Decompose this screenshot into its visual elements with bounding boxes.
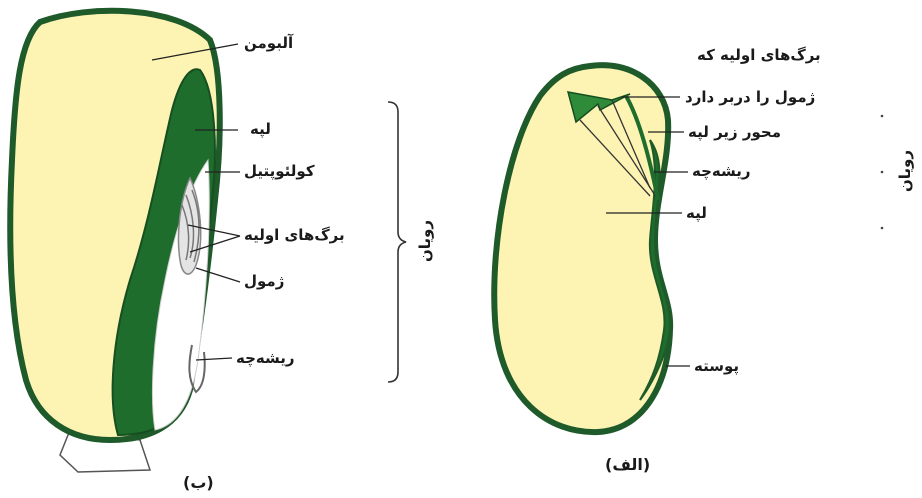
bean-cotyledon-edge [639,139,672,401]
label-maize-radicle: ریشه‌چه [236,349,295,367]
label-maize-cotyledon: لپه [250,120,271,138]
bean-hypocotyl [624,94,660,201]
bean-embryo-dots [880,114,884,230]
label-plumule: ژمول [244,272,285,290]
label-bean-embryo: رویان [896,149,915,193]
caption-bean: (الف) [605,455,651,474]
caption-maize: (ب) [183,473,214,492]
bean-seed [491,62,690,436]
bean-endosperm [491,62,674,436]
label-maize-embryo: رویان [416,219,435,263]
label-bean-cotyledon: لپه [686,204,707,222]
label-bean-radicle: ریشه‌چه [692,162,751,180]
label-hypocotyl: محور زیر لپه [688,123,782,141]
label-albumen: آلبومن [244,34,294,52]
bean-leader-lines [606,96,690,367]
maize-radicle [188,344,206,394]
label-maize-first-leaves: برگ‌های اولیه [244,226,345,244]
maize-embryo-bracket [387,101,407,383]
maize-seed [7,7,241,473]
label-bean-first-leaves-line1: برگ‌های اولیه که [697,46,821,64]
label-bean-first-leaves-line2: ژمول را دربر دارد [685,88,816,106]
label-coleoptile: کولئوپتیل [244,162,315,180]
label-seed-coat: پوسته [694,357,740,375]
bean-embryo-axis [579,99,659,201]
maize-leader-lines [151,43,241,361]
